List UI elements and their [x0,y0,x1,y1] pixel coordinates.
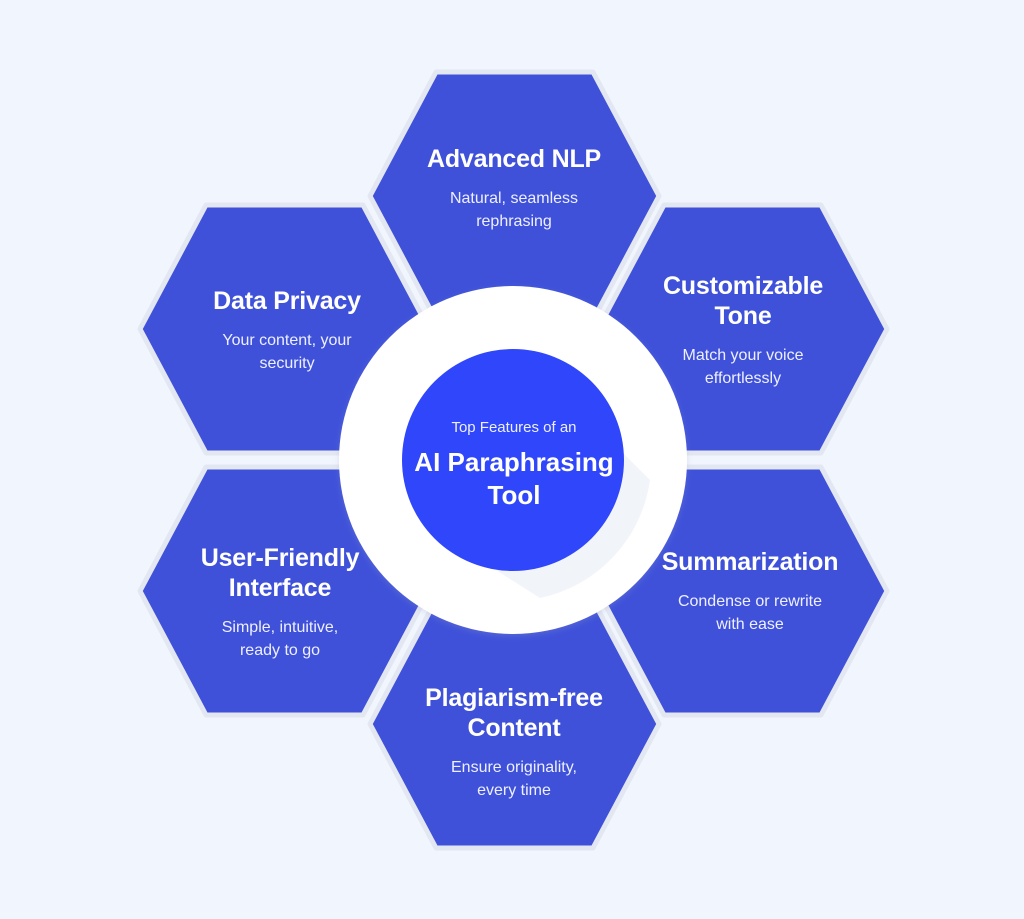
center-label: Top Features of an AI Paraphrasing Tool [404,418,624,512]
feature-description: Simple, intuitive, ready to go [221,619,339,659]
feature-data-privacy: Data Privacy Your content, your security [177,286,397,375]
feature-title: Data Privacy [213,287,361,315]
feature-title: User-Friendly Interface [200,544,360,602]
feature-description: Natural, seamless rephrasing [449,190,579,230]
feature-title: Advanced NLP [426,145,602,173]
feature-description: Match your voice effortlessly [682,347,804,387]
feature-title: Customizable Tone [662,272,824,330]
feature-description: Your content, your security [222,332,352,372]
feature-title: Plagiarism-free Content [425,684,603,742]
feature-description: Ensure originality, every time [451,759,577,799]
feature-advanced-nlp: Advanced NLP Natural, seamless rephrasin… [404,144,624,233]
center-subtitle: Top Features of an [451,419,577,436]
center-disc [402,349,624,571]
feature-description: Condense or rewrite with ease [677,593,823,633]
feature-user-friendly-interface: User-Friendly Interface Simple, intuitiv… [170,543,390,662]
feature-title: Summarization [661,548,839,576]
center-title: AI Paraphrasing Tool [414,447,614,510]
feature-plagiarism-free-content: Plagiarism-free Content Ensure originali… [404,683,624,802]
feature-customizable-tone: Customizable Tone Match your voice effor… [633,271,853,390]
feature-summarization: Summarization Condense or rewrite with e… [640,547,860,636]
